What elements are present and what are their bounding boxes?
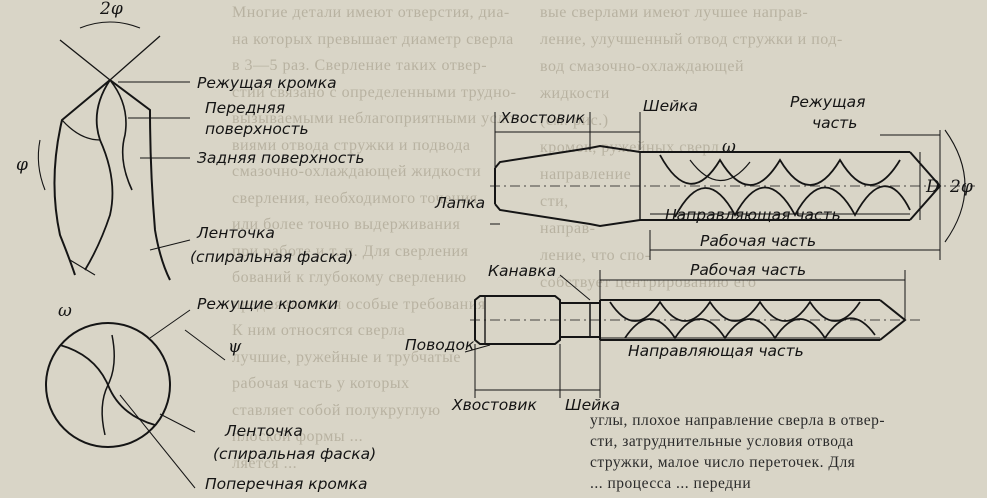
angle-2phi-right: 2φ [949, 177, 973, 197]
background-text-line: виями отвода стружки и подвода [232, 136, 471, 154]
label-margin-b2: (спиральная фаска) [213, 445, 376, 463]
label-neck-top: Шейка [643, 97, 698, 115]
angle-psi: ψ [228, 337, 242, 357]
label-margin-2: (спиральная фаска) [190, 248, 353, 266]
label-margin-b1: Ленточка [224, 422, 303, 440]
background-text-line: сти, [540, 193, 569, 210]
background-text-line: сти, затруднительные условия отвода [590, 433, 854, 450]
background-text-line: на которых превышает диаметр сверла [232, 30, 514, 48]
taper-shank-drill [490, 112, 975, 260]
label-shank-bot: Хвостовик [451, 396, 537, 414]
background-text-line: стий связано с определенными трудно- [232, 83, 517, 101]
background-text-line: жидкости [540, 85, 610, 102]
angle-omega-left: ω [58, 301, 72, 321]
background-text-line: ление, улучшенный отвод стружки и под- [540, 31, 843, 48]
label-working-part-bot: Рабочая часть [690, 261, 806, 279]
background-text-line: ставляет собой полукруглую [232, 401, 441, 419]
background-text-line: собствует центрированию его [540, 274, 757, 291]
label-cutting-edges: Режущие кромки [197, 295, 338, 313]
background-text-line: ление, что спо- [540, 247, 651, 264]
background-text-line: смазочно-охлаждающей жидкости [232, 163, 482, 180]
label-cutting-part-2: часть [812, 114, 857, 132]
label-flank-face: Задняя поверхность [197, 149, 364, 167]
background-text-line: вод смазочно-охлаждающей [540, 58, 745, 75]
background-text-line: направ- [540, 220, 596, 237]
background-text-line: вызываемыми неблагоприятными усло- [232, 110, 521, 127]
background-text-line: Многие детали имеют отверстия, диа- [232, 4, 510, 21]
background-text-line: ... процесса ... передни [590, 475, 752, 492]
label-margin-1: Ленточка [196, 224, 275, 242]
background-text-line: при работе и т. п. Для сверления [232, 242, 469, 260]
background-text-line: (см. рис.) [540, 112, 609, 129]
label-tang: Лапка [434, 194, 485, 212]
background-text-line: лучшие, ружейные и трубчатые [232, 348, 461, 366]
background-text-line: сверления, необходимого точения [232, 189, 478, 207]
label-neck-bot: Шейка [565, 396, 620, 414]
background-text-line: бований к глубокому сверлению [232, 269, 467, 286]
label-chisel-edge: Поперечная кромка [205, 475, 367, 493]
straight-shank-drill [464, 270, 920, 398]
background-text-line: или более точно выдерживания [232, 216, 461, 233]
drill-point-side-view [37, 21, 191, 281]
label-body-top: Направляющая часть [665, 206, 841, 224]
label-driver: Поводок [405, 336, 475, 354]
angle-phi-left: φ [16, 155, 28, 175]
label-shank-top: Хвостовик [499, 109, 585, 127]
label-cutting-part-1: Режущая [790, 93, 865, 111]
background-text-line: стружки, малое число переточек. Для [590, 454, 856, 471]
label-flute: Канавка [488, 262, 556, 280]
background-text-line: вые сверлами имеют лучшее направ- [540, 4, 809, 21]
background-text-line: плоской формы ... [232, 428, 364, 445]
background-text-line: углы, плохое направление сверла в отвер- [590, 412, 885, 429]
diameter-d: D [925, 177, 940, 197]
background-text-line: ляется ... [232, 454, 298, 472]
background-text-line: К ним относятся сверла [232, 322, 406, 339]
label-body-bot: Направляющая часть [628, 342, 804, 360]
background-text-line: предъявляются особые требования [232, 295, 486, 313]
background-text-line: направление [540, 166, 632, 183]
angle-2phi-top: 2φ [99, 0, 123, 19]
drill-end-view [45, 309, 226, 489]
background-text-line: в 3—5 раз. Сверление таких отвер- [232, 57, 488, 74]
label-rake-face-1: Передняя [205, 99, 285, 117]
angle-omega-drill: ω [722, 137, 736, 157]
background-text-line: рабочая часть у которых [232, 375, 410, 392]
label-cutting-edge: Режущая кромка [197, 74, 337, 92]
label-rake-face-2: поверхность [205, 120, 309, 138]
labels: 2φ Режущая кромка Передняя поверхность З… [16, 0, 973, 493]
label-working-part-top: Рабочая часть [700, 232, 816, 250]
